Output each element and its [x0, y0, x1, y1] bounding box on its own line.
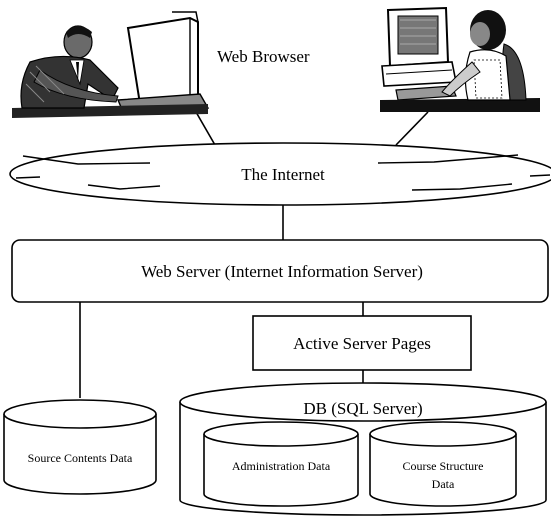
man-at-computer-icon — [12, 11, 210, 118]
internet-cloud: The Internet — [9, 142, 551, 206]
administration-label: Administration Data — [232, 459, 331, 473]
asp-node: Active Server Pages — [252, 315, 472, 371]
connector-right-user-to-internet — [395, 111, 429, 146]
internet-label: The Internet — [241, 165, 325, 184]
asp-box — [252, 315, 472, 371]
web-browser-label: Web Browser — [217, 47, 310, 66]
course-structure-label-line1: Course Structure — [403, 459, 484, 473]
woman-at-computer-icon — [380, 6, 540, 112]
connector-left-user-to-internet — [195, 111, 216, 146]
web-server-box — [11, 239, 549, 303]
db-label: DB (SQL Server) — [303, 399, 422, 418]
asp-label: Active Server Pages — [293, 334, 431, 353]
internet-crack-lines — [15, 154, 551, 191]
source-contents-cylinder: Source Contents Data — [3, 399, 157, 495]
web-server-label: Web Server (Internet Information Server) — [141, 262, 423, 281]
web-server-node: Web Server (Internet Information Server) — [11, 239, 549, 303]
db-cylinder: DB (SQL Server) Administration Data Cour… — [179, 382, 547, 516]
connector-lines — [79, 111, 429, 398]
course-structure-cylinder: Course Structure Data — [369, 421, 517, 507]
administration-cylinder: Administration Data — [203, 421, 359, 507]
course-structure-label-line2: Data — [432, 477, 455, 491]
source-contents-label: Source Contents Data — [28, 451, 133, 465]
